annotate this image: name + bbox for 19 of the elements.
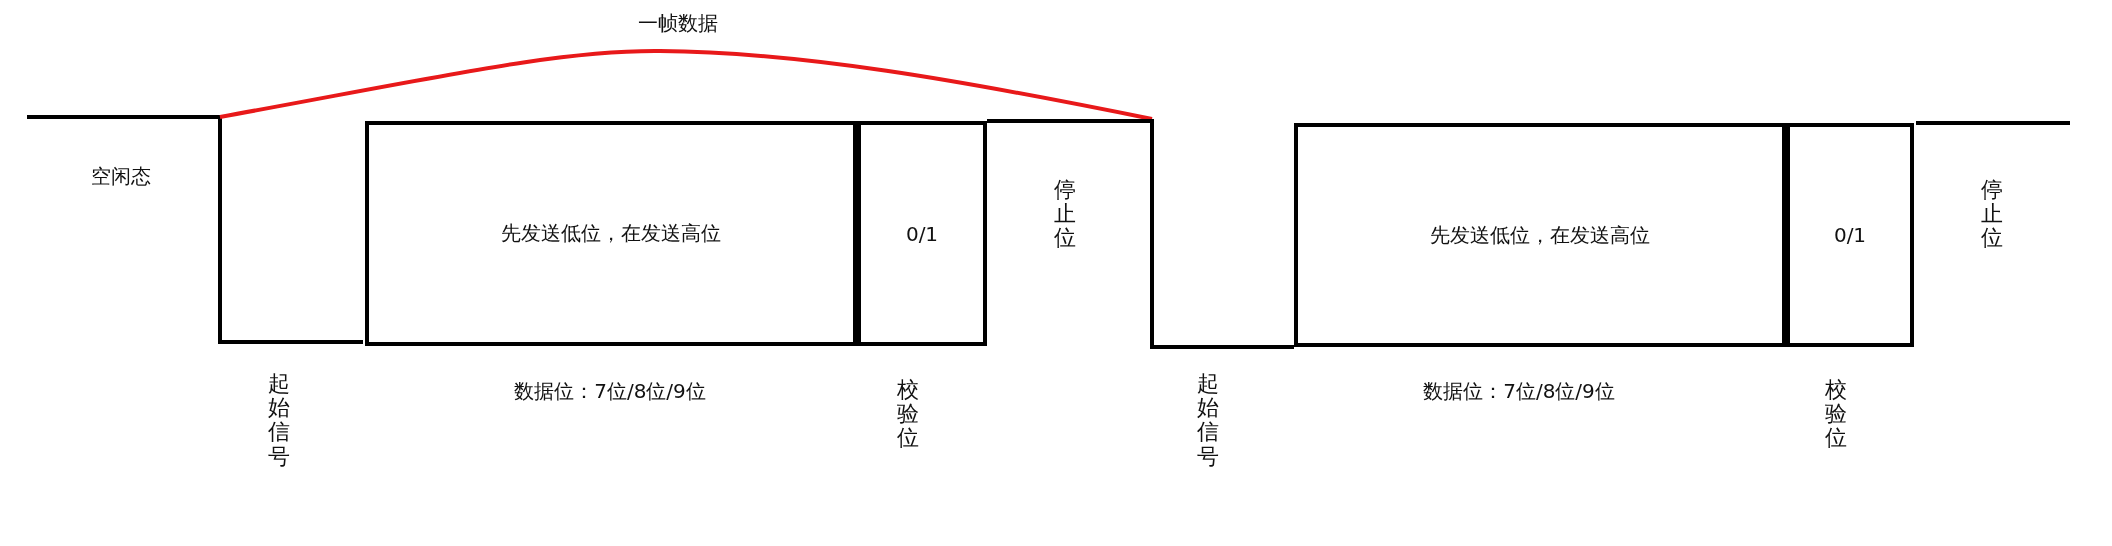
field-caption: 数据位：7位/8位/9位 — [514, 378, 706, 405]
frame-label: 一帧数据 — [638, 10, 718, 37]
bit-field-box — [1294, 123, 1786, 347]
bit-field-box — [857, 121, 987, 346]
stop-bit-label: 停止位 — [1981, 178, 2003, 251]
idle-label: 空闲态 — [91, 163, 151, 190]
field-text: 0/1 — [905, 221, 939, 246]
field-text: 先发送低位，在发送高位 — [1430, 221, 1650, 249]
stop-bit-label: 停止位 — [1054, 178, 1076, 251]
bit-field-box — [1786, 123, 1914, 347]
start-bit-label: 起始信号 — [268, 372, 290, 469]
field-caption: 数据位：7位/8位/9位 — [1423, 378, 1615, 405]
signal-level-line — [987, 119, 1294, 349]
field-text: 先发送低位，在发送高位 — [501, 220, 721, 247]
start-bit-label: 起始信号 — [1197, 372, 1219, 469]
bit-field-box — [365, 121, 857, 346]
field-text: 0/1 — [1833, 223, 1867, 247]
field-caption: 校验位 — [1825, 378, 1847, 451]
field-caption: 校验位 — [897, 378, 919, 451]
